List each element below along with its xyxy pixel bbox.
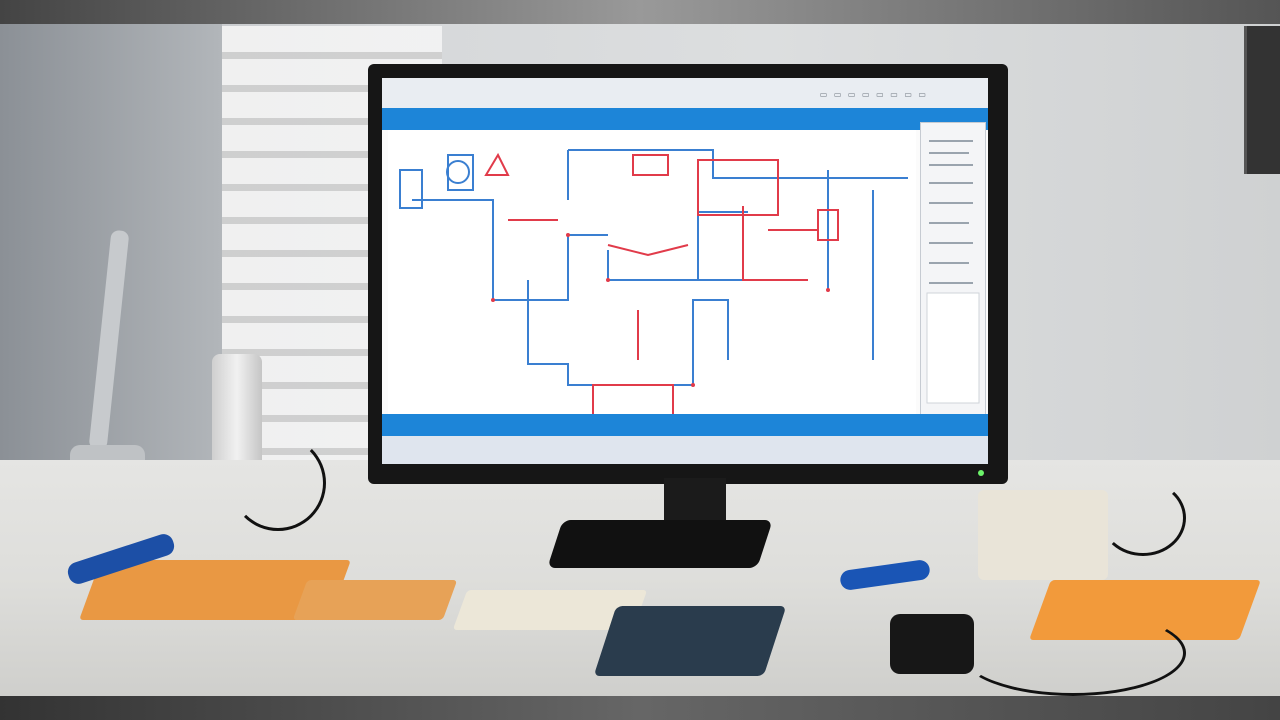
electronic-device xyxy=(978,490,1108,580)
top-frame-bar xyxy=(0,0,1280,24)
tablet-device xyxy=(593,606,787,676)
titlebar-icons: ▭ ▭ ▭ ▭ ▭ ▭ ▭ ▭ xyxy=(819,90,928,99)
properties-panel-content xyxy=(926,140,980,404)
cable xyxy=(230,435,326,531)
breadboard xyxy=(292,580,458,620)
cable xyxy=(1100,480,1186,556)
schematic-drawing xyxy=(399,149,908,451)
cable xyxy=(960,610,1186,696)
monitor-screen: ▭ ▭ ▭ ▭ ▭ ▭ ▭ ▭ xyxy=(382,78,988,464)
app-titlebar: ▭ ▭ ▭ ▭ ▭ ▭ ▭ ▭ xyxy=(382,78,988,109)
os-taskbar xyxy=(382,436,988,464)
properties-panel xyxy=(920,122,986,434)
monitor-stand-base xyxy=(547,520,773,568)
app-statusbar xyxy=(382,414,988,436)
monitor-power-led xyxy=(978,470,984,476)
power-adapter xyxy=(890,614,974,674)
bottom-frame-bar xyxy=(0,696,1280,720)
app-ribbon xyxy=(382,108,988,130)
wall-frame xyxy=(1244,26,1280,174)
schematic-canvas xyxy=(388,130,916,451)
